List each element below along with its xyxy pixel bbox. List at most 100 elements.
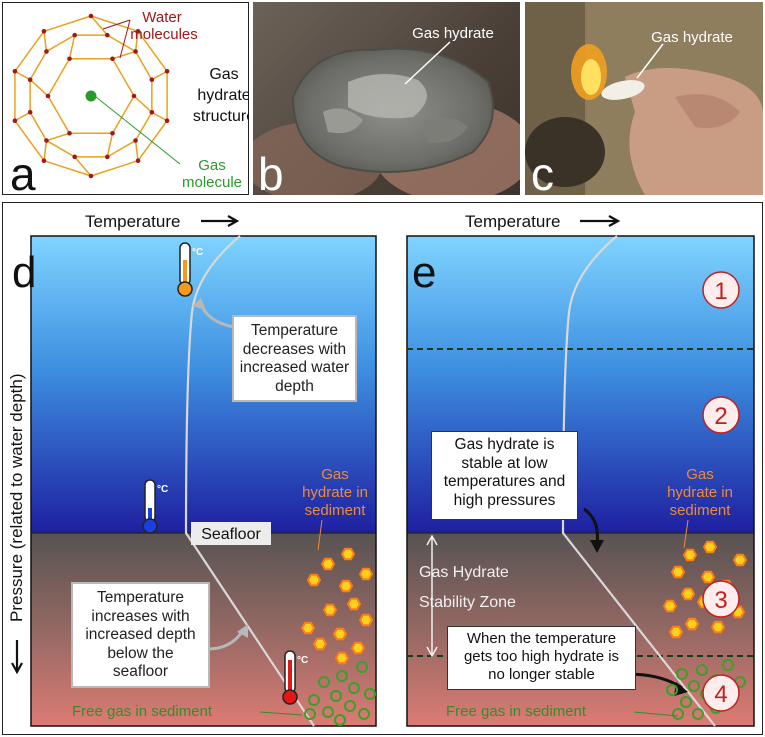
gas-molecule-icon (85, 90, 97, 102)
arrowhead-icon (590, 540, 604, 553)
gas-bubble (666, 684, 678, 696)
temperature-axis-label: Temperature (85, 212, 180, 231)
water-molecule-dot (67, 56, 72, 62)
callout-line: Gas hydrate is (454, 436, 555, 453)
pressure-axis-label: Pressure (related to water depth) (7, 373, 26, 622)
water-molecule-dot (149, 77, 155, 82)
callout-line: Temperature (96, 589, 184, 606)
panel-letter: e (412, 248, 436, 297)
hydrate-particle (346, 597, 362, 611)
zone-number: 1 (714, 278, 727, 305)
hydrate-particle (670, 565, 686, 579)
panel-letter: d (12, 248, 36, 297)
gas-bubble (344, 700, 356, 712)
hydrate-cage-diagram: Water molecules Gas hydrate structure Ga… (10, 9, 249, 195)
hydrate-label-3: sediment (305, 502, 367, 519)
hydrate-particle (702, 540, 718, 554)
hydrate-particle (338, 579, 354, 593)
hydrate-label-1: Gas (321, 466, 349, 483)
gas-bubble (676, 668, 688, 680)
water-molecule-dot (67, 130, 72, 136)
callout-unstable: When the temperature gets too high hydra… (447, 626, 636, 690)
hydrate-particle (322, 603, 338, 617)
panel-letter: c (531, 148, 554, 195)
water-molecule-dot (131, 93, 137, 99)
hydrate-label-1: Gas (686, 466, 714, 483)
hydrate-particle (662, 599, 678, 613)
water-molecule-dot (133, 138, 138, 143)
gas-bubble (318, 676, 330, 688)
hydrate-particles (300, 547, 374, 665)
gas-bubble (336, 670, 348, 682)
callout-line: Temperature (250, 322, 338, 339)
hydrate-particle (340, 547, 356, 561)
thermometer-hot-icon (282, 650, 298, 705)
temperature-arrow-icon (580, 215, 621, 227)
water-molecule-dot (164, 118, 170, 124)
callout-temp-increases: Temperature increases with increased dep… (71, 582, 210, 688)
arrowhead-icon (674, 682, 688, 696)
hydrate-label: Gas hydrate (412, 25, 494, 42)
arrowhead-icon (192, 298, 206, 310)
thermometer-warm-icon (177, 242, 193, 297)
water-molecule-dot (110, 56, 115, 62)
callout-line: When the temperature (466, 630, 617, 647)
gas-bubble (358, 708, 370, 720)
temperature-profile (184, 235, 315, 727)
water-molecule-dot (45, 93, 51, 99)
water-molecule-dot (133, 49, 138, 54)
hydrate-particle (684, 617, 700, 631)
gas-label-1: Gas (198, 157, 226, 174)
callout-line: seafloor (112, 663, 169, 681)
callout-line: gets too high hydrate is (463, 648, 620, 665)
seafloor-label: Seafloor (201, 526, 261, 543)
panel-c-photo: Gas hydrate c (525, 2, 763, 195)
water-molecule-dot (88, 173, 94, 179)
gas-bubble (672, 708, 684, 720)
water-molecule-dot (27, 110, 33, 115)
gas-bubble (692, 708, 704, 720)
hydrate-particle (350, 641, 366, 655)
thermo-unit-hot: °C (297, 655, 308, 666)
free-gas-bubbles (304, 661, 376, 726)
hydrate-particle (680, 587, 696, 601)
water-molecule-dot (149, 110, 155, 115)
structure-label-2: hydrate (197, 87, 249, 104)
hydrate-particle (334, 651, 350, 665)
panel-a: Water molecules Gas hydrate structure Ga… (2, 2, 249, 195)
hydrate-particle (332, 627, 348, 641)
callout-line: temperatures and (443, 473, 566, 491)
water-molecule-dot (105, 154, 110, 160)
water-molecule-dot (41, 158, 47, 164)
gas-bubble (348, 682, 360, 694)
panel-de-frame (2, 202, 763, 735)
water-molecule-dot (44, 138, 49, 143)
water-molecule-dot (72, 32, 77, 38)
hydrate-particle (710, 620, 726, 634)
callout-line: no longer stable (488, 666, 595, 683)
panel-letter: b (258, 148, 284, 195)
gas-bubble (696, 664, 708, 676)
gas-bubble (330, 690, 342, 702)
water-molecule-dot (44, 49, 49, 54)
gas-bubble (356, 661, 368, 673)
water-molecule-dot (27, 77, 33, 82)
water-molecule-dot (41, 28, 47, 34)
gas-bubble (680, 696, 692, 708)
water-molecule-dot (12, 118, 18, 124)
gas-label-2: molecule (182, 174, 242, 191)
callout-line: increased depth (85, 626, 196, 644)
structure-label-3: structure (193, 108, 249, 125)
gas-bubble (308, 694, 320, 706)
hydrate-particle (320, 557, 336, 571)
hydrate-label-2: hydrate in (302, 484, 368, 501)
gas-pointer (95, 96, 181, 165)
panel-b-photo: Gas hydrate b (253, 2, 520, 195)
hydrate-particle (682, 548, 698, 562)
gas-bubble (304, 708, 316, 720)
stability-zone-arrow-icon (426, 534, 438, 658)
water-molecule-dot (110, 130, 115, 136)
thermometer-cold-icon (142, 479, 158, 534)
panel-letter: a (10, 148, 36, 195)
hydrate-particle (300, 621, 316, 635)
